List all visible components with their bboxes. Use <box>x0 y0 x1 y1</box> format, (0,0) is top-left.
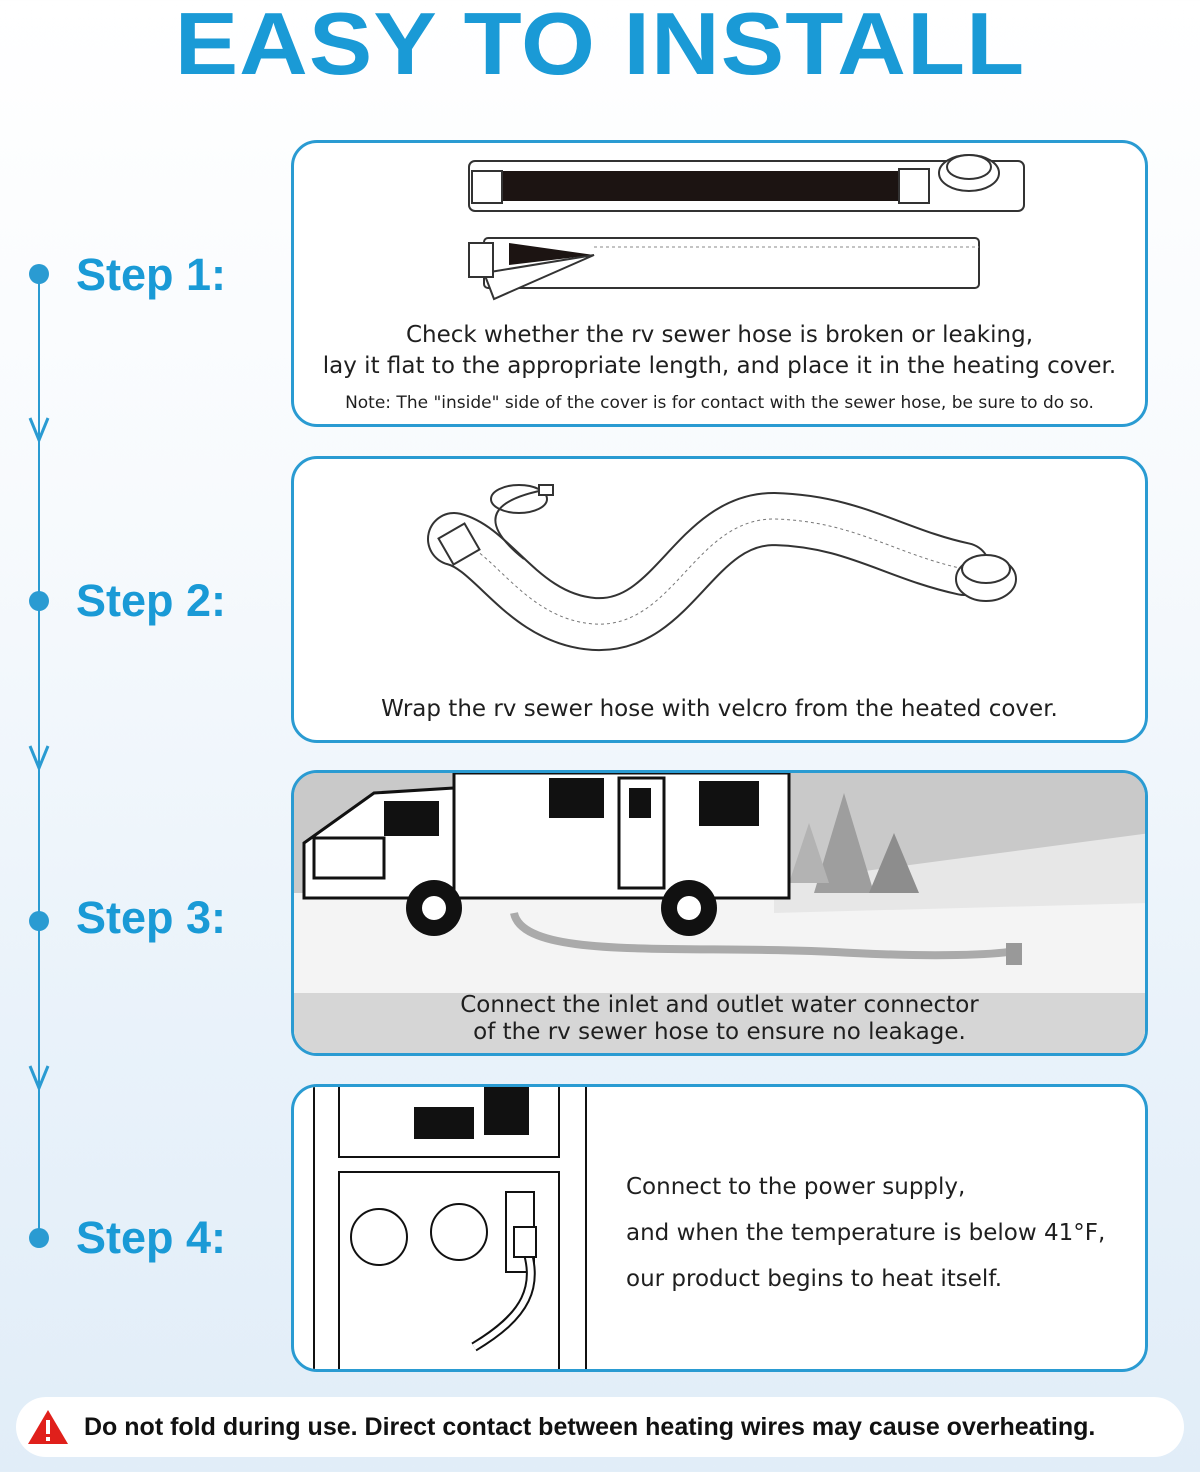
step-1-label: Step 1: <box>76 249 227 300</box>
step-4-text-3: our product begins to heat itself. <box>626 1266 1003 1292</box>
step-3-text-1: Connect the inlet and outlet water conne… <box>460 992 979 1018</box>
timeline-arrow-2 <box>28 745 50 772</box>
timeline-dot-4 <box>29 1228 49 1248</box>
timeline-dot-2 <box>29 591 49 611</box>
step-4-text-2: and when the temperature is below 41°F, <box>626 1220 1106 1246</box>
page-title: EASY TO INSTALL <box>174 0 1026 93</box>
step-4-text-1: Connect to the power supply, <box>626 1174 966 1200</box>
warning-triangle-icon <box>28 1410 68 1444</box>
timeline-dot-1 <box>29 264 49 284</box>
step-3-label: Step 3: <box>76 892 227 943</box>
step-1-text-1: Check whether the rv sewer hose is broke… <box>405 322 1034 348</box>
step-timeline <box>28 264 50 1248</box>
timeline-dot-3 <box>29 911 49 931</box>
step-2-card: Wrap the rv sewer hose with velcro from … <box>291 456 1148 743</box>
step-3-card: Connect the inlet and outlet water conne… <box>291 770 1148 1056</box>
warning-text: Do not fold during use. Direct contact b… <box>84 1412 1096 1441</box>
wrapped-hose-illustration <box>427 484 1017 652</box>
power-outlet-illustration <box>313 1087 587 1369</box>
step-4-card: Connect to the power supply, and when th… <box>291 1084 1148 1372</box>
step-2-label: Step 2: <box>76 575 227 626</box>
warning-banner: Do not fold during use. Direct contact b… <box>16 1397 1184 1457</box>
hose-in-cover-illustration <box>468 154 1025 301</box>
rv-snow-scene-illustration <box>294 773 1145 1053</box>
step-4-label: Step 4: <box>76 1212 227 1263</box>
step-1-card: Check whether the rv sewer hose is broke… <box>291 140 1148 427</box>
timeline-arrow-3 <box>28 1065 50 1092</box>
step-1-note: Note: The "inside" side of the cover is … <box>345 393 1094 413</box>
step-1-text-2: lay it flat to the appropriate length, a… <box>322 353 1117 379</box>
timeline-arrow-1 <box>28 417 50 444</box>
step-3-text-2: of the rv sewer hose to ensure no leakag… <box>473 1019 966 1045</box>
step-2-text: Wrap the rv sewer hose with velcro from … <box>381 696 1058 722</box>
